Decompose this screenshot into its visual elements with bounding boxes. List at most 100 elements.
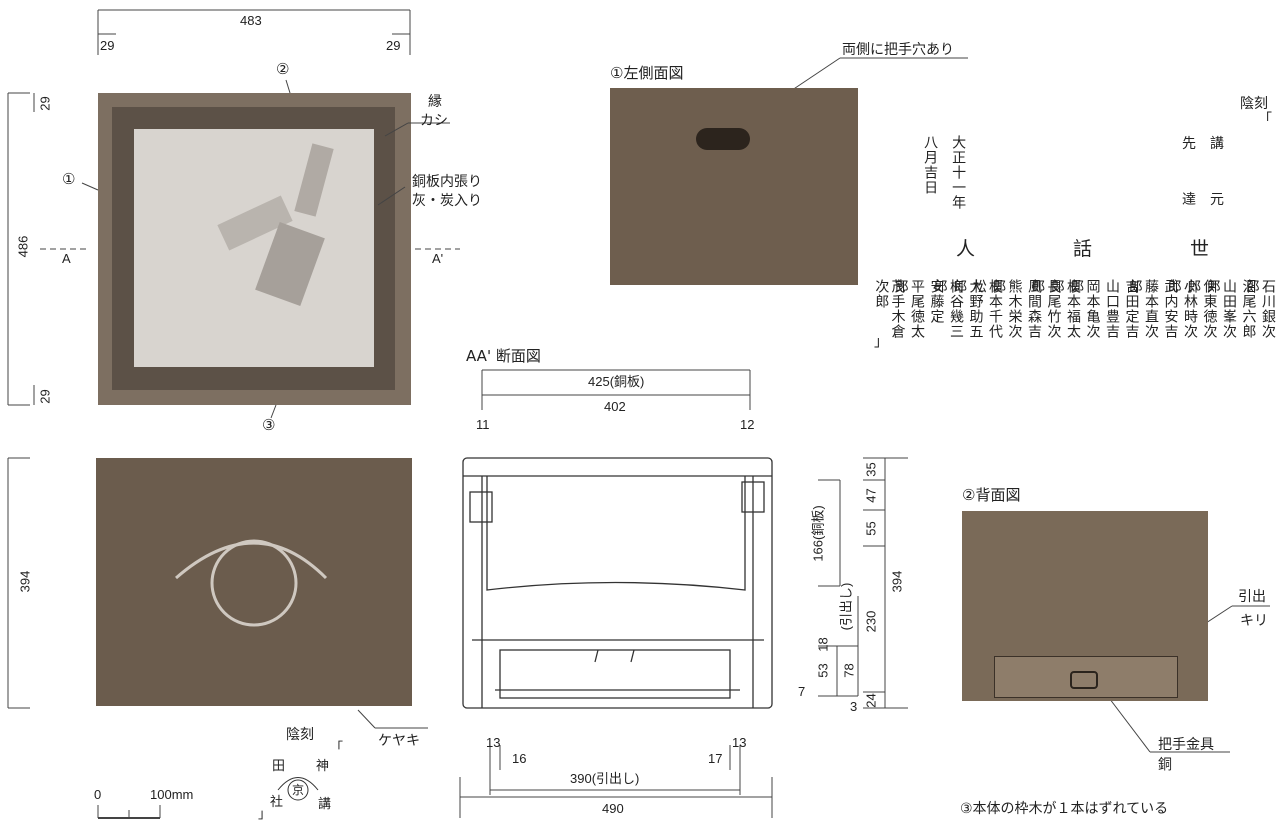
scale-start: 0 [94,787,102,802]
dim-h35: 35 [863,462,879,477]
inscription-name: 大野助五郎 [951,279,984,339]
carving-kyo: 京 [292,783,305,797]
dim-bottom-frame: 29 [37,389,53,404]
back-note: ③本体の枠木が１本はずれている [960,801,1169,817]
drawer [994,656,1178,698]
dim-h230: 230 [863,610,879,633]
inscription-name: 山田峯次郎 [1204,279,1237,339]
inscription-date-2: 八月吉日 [922,135,939,195]
front-mountain-carving [175,539,328,627]
dim-left-frame: 29 [100,38,115,53]
scale-end: 100mm [150,787,194,802]
dim-drawer-label: (引出し) [838,582,854,631]
dim-left: 11 [476,417,490,432]
inscription-name: 岡本亀次郎 [1068,279,1101,339]
front-view-photo [96,458,412,706]
inscription-name: 茂手木倉次郎 [873,279,906,339]
left-side-photo [610,88,858,285]
label-handle: 把手金具 [1158,737,1214,753]
label-lining-2: 灰・炭入り [412,193,482,209]
inscription-close-bracket: 」 [874,334,888,350]
label-rim: 縁 [428,94,442,110]
inscription-name: 風間森吉 [1026,279,1042,339]
dim-h47: 47 [863,488,879,503]
dim-h394: 394 [889,570,905,593]
drawer-handle [1070,671,1098,689]
inscription-name: 榎本千代松 [970,279,1003,339]
inscription-tatsu: 達 [1182,192,1196,208]
inscription-name: 安藤定 [928,279,945,324]
dim-h53: 53 [815,663,831,678]
dim-height: 486 [15,235,31,258]
dim-right-frame: 29 [386,38,401,53]
ash-bed [134,129,374,367]
dim-h55: 55 [863,521,879,536]
inscription-big-1: 人 [956,238,976,260]
inscription-name: 梅谷幾三郎 [931,279,964,339]
inscription-big-2: 話 [1073,238,1093,260]
label-lining-1: 銅板内張り [412,174,482,190]
inscription-name: 小林時次郎 [1165,279,1198,339]
dim-total-w: 490 [602,801,624,816]
dim-h3: 3 [850,699,858,714]
label-wood-keyaki: ケヤキ [378,733,420,749]
carving-sha: 社 [270,795,284,810]
handle-note: 両側に把手穴あり [842,42,954,58]
dim-h78: 78 [841,663,857,678]
inscription-header: 陰刻 [1240,96,1268,112]
label-drawer: 引出 [1238,589,1266,605]
dim-r13: 13 [732,735,747,750]
top-view-photo [98,93,411,405]
back-view-photo [962,511,1208,701]
carving-sketch [277,777,319,801]
marker-2: ② [276,60,290,78]
inscription-big-3: 世 [1190,238,1210,260]
inscription-date-1: 大正十一年 [950,135,967,210]
dim-drawer-w: 390(引出し) [570,771,640,786]
dim-l16: 16 [512,751,527,766]
front-dim-height: 394 [17,570,33,593]
inscription-name: 吉田定吉 [1123,279,1140,339]
dim-l13: 13 [486,735,501,750]
carving-ta: 田 [272,759,286,774]
dim-right: 12 [740,417,755,432]
label-rim-wood: カシ [420,113,448,129]
inscription-names: 石川銀次郎 沼尾六郎 山田峯次郎 伊東徳次郎 小林時次郎 武内安吉 藤本直次郎 … [873,279,1276,349]
dim-h24: 24 [863,693,879,708]
inscription-gen: 元 [1210,192,1224,208]
dim-top-frame: 29 [37,96,53,111]
section-drawing [462,457,773,709]
carving-header: 陰刻 [286,727,314,743]
dim-copper: 425(銅板) [588,374,645,389]
inscription-name: 伊東徳次郎 [1185,279,1218,339]
dim-width: 483 [240,13,262,28]
dim-r17: 17 [708,751,723,766]
dim-inner: 402 [604,399,626,414]
inscription-name: 山口豊吉 [1104,279,1120,339]
carving-open: 「 [330,741,344,756]
handle-hole [696,128,750,150]
marker-3: ③ [262,416,276,434]
back-view-title: ②背面図 [962,486,1021,504]
inscription-name: 熊木栄次郎 [990,279,1023,339]
carving-ko: 講 [318,797,332,812]
inscription-name: 榎本福太郎 [1048,279,1081,339]
dim-h7: 7 [798,684,806,699]
label-handle-material: 銅 [1158,757,1172,773]
inscription-name: 藤本直次郎 [1126,279,1159,339]
carving-close: 」 [258,807,272,822]
marker-1: ① [62,170,76,188]
inscription-name: 石川銀次郎 [1243,279,1276,339]
label-drawer-wood: キリ [1240,613,1268,629]
dim-h18: 18 [815,637,831,652]
inscription-name: 武内安吉 [1162,279,1179,339]
section-a-prime-label: A' [432,251,444,266]
inscription-name: 沼尾六郎 [1240,279,1257,339]
inscription-saki: 先 [1182,136,1196,152]
inscription-name: 平尾徳太郎 [892,279,925,339]
section-title: AA' 断面図 [466,347,541,365]
left-side-title: ①左側面図 [610,64,684,82]
inscription-open-bracket: 「 [1258,112,1272,128]
section-a-label: A [62,251,71,266]
